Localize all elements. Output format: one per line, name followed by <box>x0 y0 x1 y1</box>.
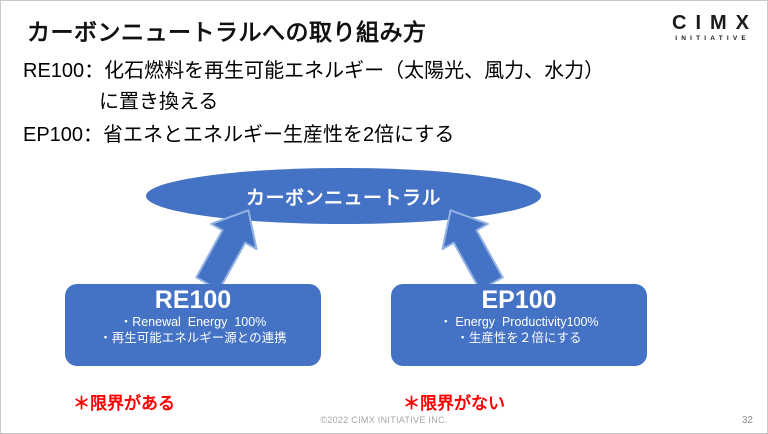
re100-box-title: RE100 <box>154 286 232 314</box>
re100-limit-note: ＊限界がある <box>73 394 175 413</box>
ep100-box-line1: ・ Energy Productivity100% <box>439 315 599 329</box>
ep100-limit-note: ＊限界がない <box>403 394 505 413</box>
copyright-text: ©2022 CIMX INITIATIVE INC. <box>320 415 448 425</box>
ep100-box-title: EP100 <box>481 286 557 314</box>
carbon-neutral-ellipse: カーボンニュートラル <box>146 168 541 224</box>
re100-box: RE100 ・Renewal Energy 100% ・再生可能エネルギー源との… <box>65 284 321 366</box>
up-arrows <box>195 209 504 291</box>
cimx-logo: CIMX INITIATIVE <box>672 12 749 42</box>
ep100-definition: EP100：省エネとエネルギー生産性を2倍にする <box>23 124 455 146</box>
slide-title: カーボンニュートラルへの取り組み方 <box>27 19 427 45</box>
ep100-box-line2: ・生産性を２倍にする <box>456 331 582 345</box>
cimx-logo-text: CIMX <box>672 12 758 34</box>
page-number: 32 <box>741 415 753 426</box>
re100-definition-line2: に置き換える <box>99 91 219 113</box>
cimx-logo-subtext: INITIATIVE <box>675 35 750 42</box>
definition-text-block: RE100：化石燃料を再生可能エネルギー（太陽光、風力、水力） に置き換える E… <box>23 56 604 151</box>
re100-definition-line1: RE100：化石燃料を再生可能エネルギー（太陽光、風力、水力） <box>23 60 605 82</box>
ep100-box: EP100 ・ Energy Productivity100% ・生産性を２倍に… <box>391 284 647 366</box>
left-up-arrow <box>195 209 258 291</box>
re100-box-line1: ・Renewal Energy 100% <box>119 315 267 329</box>
carbon-neutral-label: カーボンニュートラル <box>245 187 441 209</box>
re100-box-line2: ・再生可能エネルギー源との連携 <box>99 331 287 345</box>
right-up-arrow <box>441 209 504 291</box>
